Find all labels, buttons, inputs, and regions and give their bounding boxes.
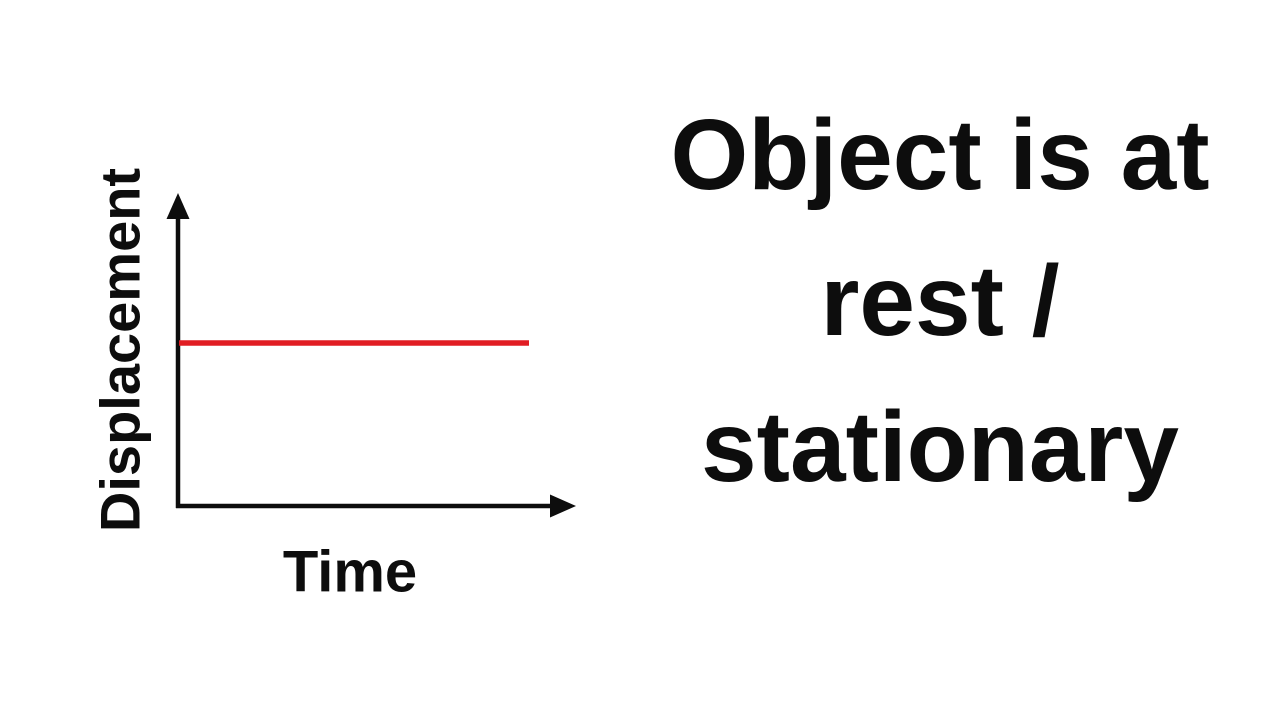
- y-axis-label: Displacement: [88, 167, 152, 533]
- caption-line-2: rest /: [820, 245, 1060, 357]
- x-axis-label: Time: [282, 539, 418, 605]
- caption-line-1: Object is at: [670, 99, 1210, 211]
- x-axis-arrowhead-icon: [550, 494, 576, 518]
- caption-text: Object is at rest / stationary: [620, 82, 1260, 520]
- y-axis-arrowhead-icon: [166, 193, 190, 219]
- caption-line-3: stationary: [701, 391, 1179, 503]
